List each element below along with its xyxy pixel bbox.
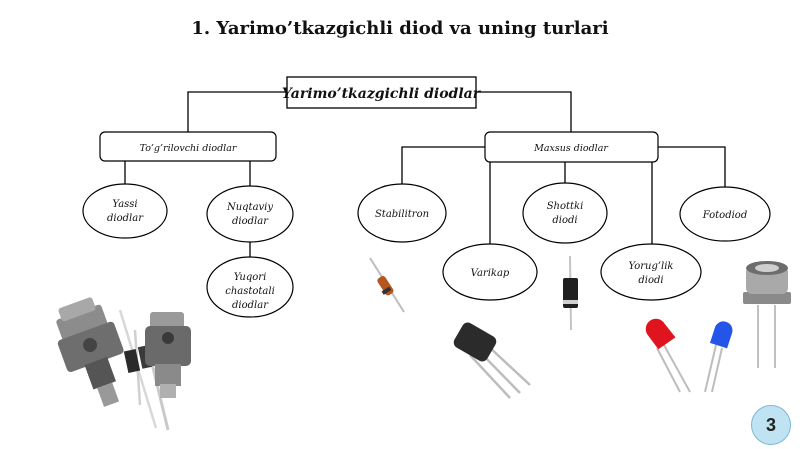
node-label-yorug-1: Yorug’lik: [628, 261, 673, 272]
node-label-yorug-2: diodi: [638, 275, 663, 286]
zener-diode-photo: [369, 257, 405, 313]
leaf-ellipses: [82, 182, 771, 318]
node-yuqori: [206, 256, 294, 318]
connector-root-left: [187, 91, 287, 132]
slide-title: 1. Yarimo’tkazgichli diod va uning turla…: [191, 18, 609, 39]
leaf-labels: Yassi diodlar Nuqtaviy diodlar Yuqori ch…: [107, 199, 747, 311]
connector-root-right: [476, 91, 572, 132]
connector-fotodiod: [658, 146, 726, 187]
connectors: [124, 91, 726, 257]
group-node-rectifier: To’g’rilovchi diodlar: [99, 131, 277, 162]
group-label-rectifier: To’g’rilovchi diodlar: [140, 143, 238, 154]
node-label-nuqtaviy-1: Nuqtaviy: [226, 202, 273, 213]
node-label-stabilitron: Stabilitron: [375, 209, 429, 220]
power-diode-photo: [56, 297, 191, 431]
node-yassi: [82, 183, 168, 239]
node-label-yuqori-2: chastotali: [225, 286, 275, 297]
page-number-badge: 3: [751, 405, 791, 445]
group-node-special: Maxsus diodlar: [484, 131, 659, 163]
photodiode-photo: [743, 261, 791, 368]
node-label-yassi-2: diodlar: [107, 213, 144, 224]
node-label-shottki-2: diodi: [552, 215, 577, 226]
node-label-fotodiod: Fotodiod: [702, 210, 747, 221]
node-varikap: [442, 243, 538, 301]
node-yorug: [600, 243, 702, 301]
root-node: Yarimo’tkazgichli diodlar: [282, 76, 482, 109]
connector-stabilitron: [401, 146, 485, 184]
varicap-photo: [453, 322, 531, 399]
root-node-label: Yarimo’tkazgichli diodlar: [282, 86, 482, 102]
node-label-yuqori-3: diodlar: [232, 300, 269, 311]
red-led-photo: [645, 318, 691, 393]
node-label-yuqori-1: Yuqori: [234, 272, 267, 283]
node-stabilitron: [357, 183, 447, 243]
node-label-yassi-1: Yassi: [112, 199, 137, 210]
blue-led-photo: [704, 321, 733, 393]
schottky-diode-photo: [563, 255, 578, 331]
node-fotodiod: [679, 186, 771, 242]
node-shottki: [522, 182, 608, 244]
node-nuqtaviy: [206, 185, 294, 243]
group-label-special: Maxsus diodlar: [533, 143, 609, 154]
node-label-shottki-1: Shottki: [547, 201, 584, 212]
node-label-varikap: Varikap: [471, 268, 510, 279]
node-label-nuqtaviy-2: diodlar: [232, 216, 269, 227]
